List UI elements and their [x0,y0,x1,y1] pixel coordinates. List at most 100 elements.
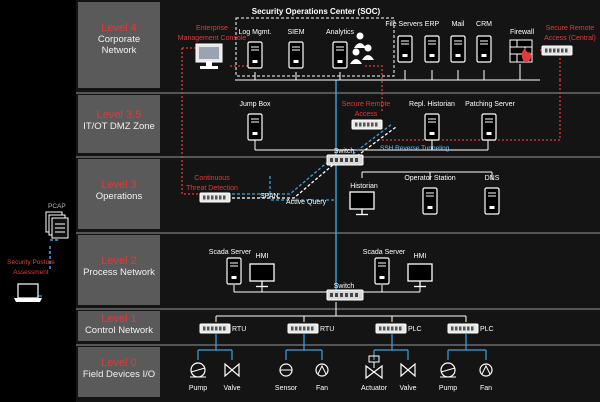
plc-1-icon [375,323,407,334]
ems-monitor-icon [195,43,223,69]
analytics-label: Analytics [326,29,355,36]
security-posture-label-1: Security Posture [7,259,55,266]
dns-server-icon [484,187,500,215]
secure-remote-access-label-2: Access [355,111,378,118]
level-title: Operations [95,191,143,202]
historian-monitor-icon [349,191,375,216]
level-3-label: Level 3 Operations [78,159,160,229]
erp-server-icon [424,35,440,63]
band-level-0 [76,344,600,402]
switch-35-label: Switch [334,148,355,155]
ssh-tunnel-label: SSH Reverse Tunneling [380,145,450,152]
security-posture-label-2: Assessment [13,269,49,276]
rtu-2-icon [287,323,319,334]
plc-1-label: PLC [408,326,422,333]
pump-2-label: Pump [439,385,457,392]
level-number: Level 4 [101,22,137,34]
band-level-1 [76,308,600,346]
siem-label: SIEM [287,29,304,36]
active-query-label: Active Query [286,199,327,206]
valve-1-icon [224,362,240,378]
pump-2-icon [440,362,456,378]
jump-box-label: Jump Box [239,101,271,108]
valve-2-label: Valve [400,385,417,392]
dns-label: DNS [485,175,500,182]
rtu-2-label: RTU [320,326,334,333]
connection-lines [35,47,561,360]
log-mgmt-server-icon [247,41,263,69]
hmi-1-monitor-icon [249,263,275,288]
level-title: Control Network [84,325,154,336]
sensor-icon [279,363,293,377]
level-title: Process Network [83,267,155,278]
file-servers-label: File Servers [385,21,423,28]
sra-central-appliance-icon [541,45,573,56]
secure-remote-access-label: Secure Remote [342,101,391,108]
ems-label-1: Enterprise [196,25,228,32]
historian-label: Historian [350,183,378,190]
analyst-users-icon [350,32,374,64]
secure-remote-access-appliance-icon [351,119,383,130]
operator-station-icon [422,187,438,215]
pump-1-label: Pump [189,385,207,392]
crm-server-icon [476,35,492,63]
jump-box-server-icon [247,113,263,141]
level-35-label: Level 3.5 IT/OT DMZ Zone [78,95,160,153]
repl-historian-label: Repl. Historian [409,101,455,108]
sra-central-label-1: Secure Remote [546,25,595,32]
level-number: Level 3.5 [96,109,142,121]
switch-2-icon [326,289,364,301]
fan-2-label: Fan [480,385,492,392]
plc-2-icon [447,323,479,334]
hmi-1-label: HMI [256,253,269,260]
scada-server-1-icon [226,257,242,285]
actuator-icon [365,355,383,380]
fan-1-label: Fan [316,385,328,392]
continuous-label-1: Continuous [194,175,230,182]
operator-station-label: Operator Station [404,175,455,182]
span-label: SPAN [260,193,279,200]
level-0-label: Level 0 Field Devices I/O [78,347,160,397]
scada-server-2-label: Scada Server [363,249,406,256]
level-number: Level 2 [101,255,137,267]
continuous-label-2: Threat Detection [186,185,238,192]
level-4-label: Level 4 Corporate Network [78,2,160,88]
level-number: Level 0 [101,357,137,369]
firewall-icon [509,39,533,63]
laptop-icon [14,283,42,302]
patching-server-icon [481,113,497,141]
level-1-label: Level 1 Control Network [78,311,160,341]
patching-server-label: Patching Server [465,101,515,108]
level-number: Level 1 [101,313,137,325]
ems-label-2: Management Console [178,35,247,42]
soc-title: Security Operations Center (SOC) [252,7,381,16]
fan-2-icon [479,363,493,377]
firewall-label: Firewall [510,29,535,36]
valve-1-label: Valve [224,385,241,392]
mail-label: Mail [452,21,465,28]
valve-2-icon [400,362,416,378]
crm-label: CRM [476,21,492,28]
level-number: Level 3 [101,179,137,191]
mail-server-icon [450,35,466,63]
sra-central-label-2: Access (Central) [544,35,596,42]
switch-2-label: Switch [334,283,355,290]
pcap-label: PCAP [48,203,66,210]
level-2-label: Level 2 Process Network [78,235,160,305]
band-level-35 [76,92,600,158]
rtu-1-icon [199,323,231,334]
pump-1-icon [190,362,206,378]
erp-label: ERP [425,21,440,28]
pcap-files-icon [45,211,69,239]
soc-box [235,17,395,77]
plc-2-label: PLC [480,326,494,333]
repl-historian-server-icon [424,113,440,141]
hmi-2-label: HMI [414,253,427,260]
band-level-3 [76,156,600,234]
hmi-2-monitor-icon [407,263,433,288]
rtu-1-label: RTU [232,326,246,333]
level-title: Corporate Network [97,34,141,56]
log-mgmt-label: Log Mgmt. [238,29,271,36]
